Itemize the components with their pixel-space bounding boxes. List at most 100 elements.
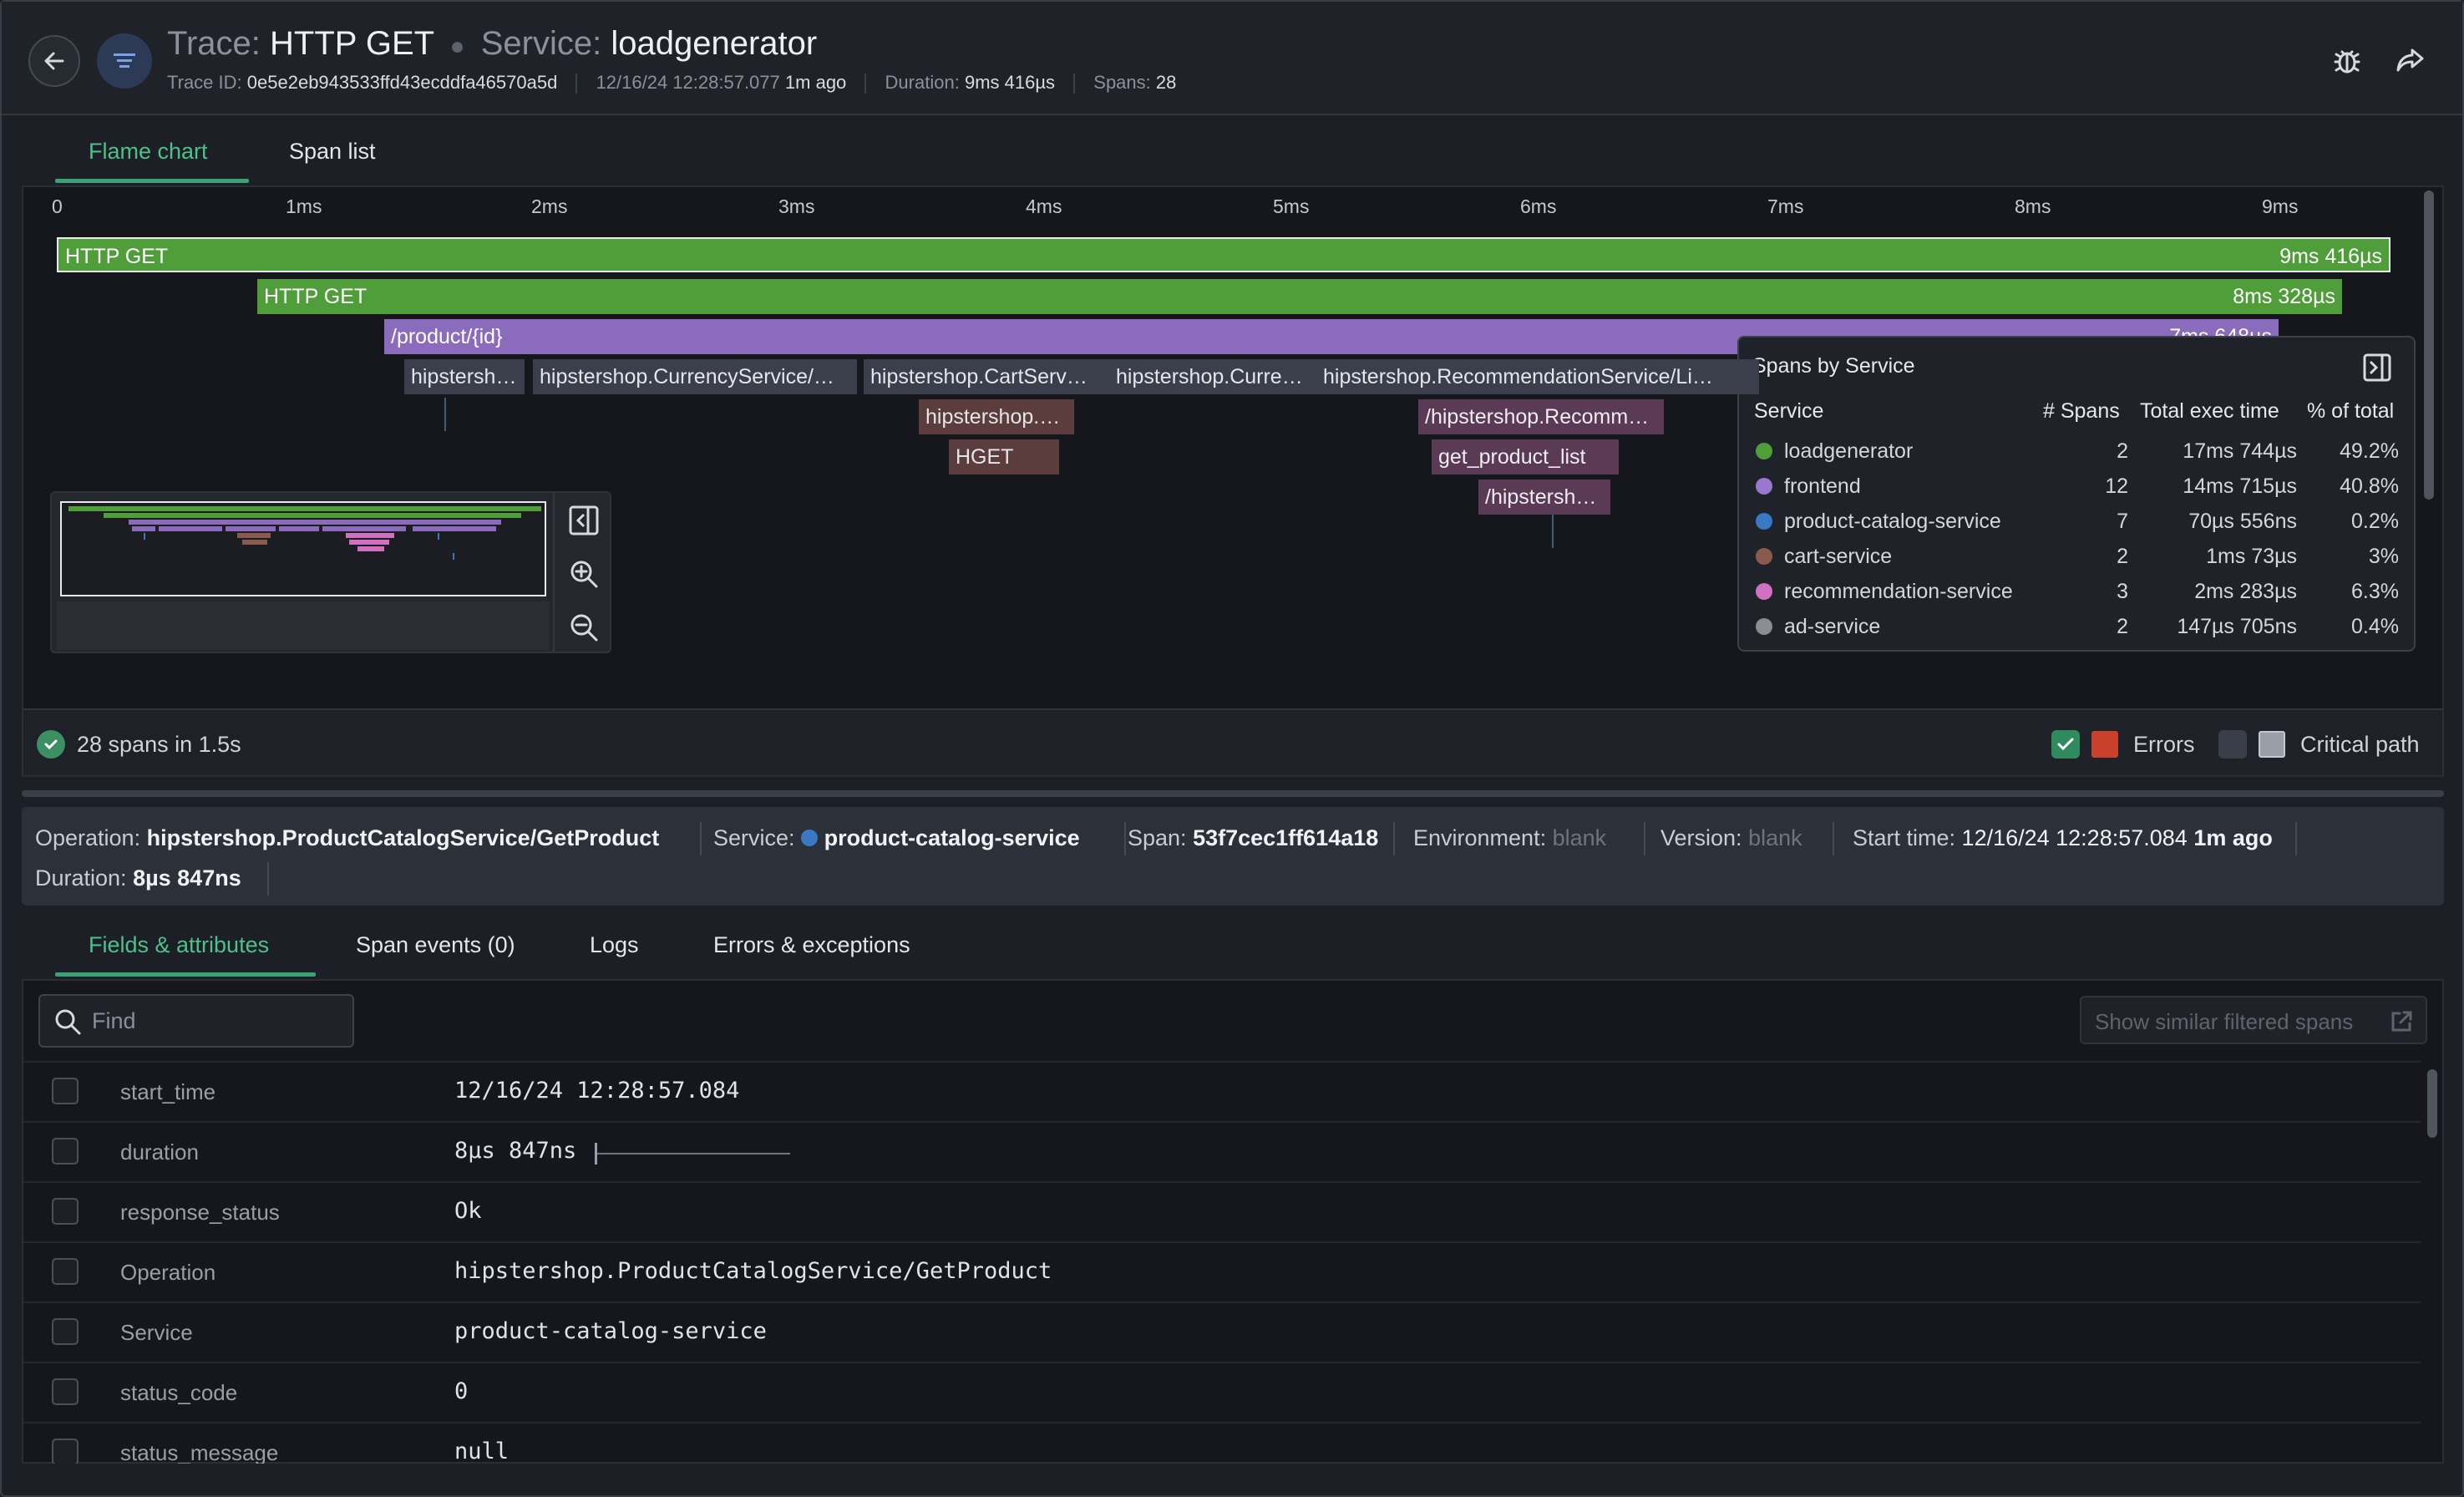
row-checkbox[interactable] [52, 1198, 79, 1225]
find-field[interactable] [38, 994, 354, 1048]
row-checkbox[interactable] [52, 1138, 79, 1165]
bug-icon[interactable] [2329, 42, 2365, 79]
legend-row[interactable]: frontend 12 14ms 715µs 40.8% [1739, 468, 2414, 503]
span-label: /product/{id} [391, 325, 503, 348]
back-button[interactable] [28, 35, 80, 87]
service-color-dot [1756, 513, 1772, 530]
time-tick: 7ms [1767, 195, 1804, 217]
zoom-in-icon[interactable] [568, 558, 600, 590]
minimap-viewport[interactable] [60, 501, 546, 596]
show-similar-label: Show similar filtered spans [2095, 1009, 2354, 1034]
active-tab-indicator [55, 972, 316, 977]
table-row[interactable]: Operation hipstershop.ProductCatalogServ… [23, 1241, 2421, 1302]
span-bar-currency[interactable]: hipstershop.CurrencyService/… [533, 359, 857, 394]
attribute-value: null [454, 1439, 510, 1464]
trace-timestamp: 12/16/24 12:28:57.077 [596, 72, 780, 93]
show-similar-spans-button[interactable]: Show similar filtered spans [2080, 996, 2427, 1044]
span-bar-get-product-list[interactable]: get_product_list [1432, 439, 1619, 474]
legend-pct: 0.2% [2351, 510, 2399, 533]
service-color-dot [801, 830, 819, 846]
tab-errors-exceptions[interactable]: Errors & exceptions [713, 932, 910, 957]
span-bar-recommendation-child[interactable]: /hipstershop.Recomm… [1418, 399, 1664, 434]
span-bar-cart[interactable]: hipstershop.CartServ… [864, 359, 1123, 394]
span-service: Service: product-catalog-service [713, 825, 1080, 850]
duration-bar [595, 1153, 790, 1154]
service-name: loadgenerator [611, 25, 818, 62]
time-tick: 8ms [2015, 195, 2051, 217]
span-label: HTTP GET [264, 285, 368, 308]
row-checkbox[interactable] [52, 1078, 79, 1104]
span-bar-small[interactable]: hipstersh… [404, 359, 525, 394]
legend-row[interactable]: cart-service 2 1ms 73µs 3% [1739, 538, 2414, 573]
trace-label: Trace: [167, 25, 261, 62]
flame-scrollbar[interactable] [2424, 190, 2434, 500]
legend-spans: 2 [2117, 439, 2128, 463]
flame-status-bar: 28 spans in 1.5s Errors Critical path [22, 708, 2444, 777]
time-tick: 6ms [1520, 195, 1557, 217]
tab-span-list[interactable]: Span list [289, 139, 376, 164]
legend-pct: 40.8% [2340, 474, 2399, 498]
trace-ago: 1m ago [784, 72, 847, 93]
row-checkbox[interactable] [52, 1258, 79, 1285]
attribute-key: status_code [120, 1380, 238, 1405]
legend-header-exec: Total exec time [2140, 399, 2279, 423]
collapse-panel-icon[interactable] [2362, 353, 2392, 383]
legend-row[interactable]: recommendation-service 3 2ms 283µs 6.3% [1739, 573, 2414, 608]
legend-exec: 17ms 744µs [2183, 439, 2297, 463]
row-checkbox[interactable] [52, 1318, 79, 1345]
errors-checkbox[interactable] [2051, 730, 2080, 759]
legend-exec: 2ms 283µs [2194, 580, 2297, 603]
row-checkbox[interactable] [52, 1378, 79, 1405]
attribute-key: duration [120, 1139, 199, 1165]
legend-spans: 3 [2117, 580, 2128, 603]
table-row[interactable]: status_message null [23, 1422, 2421, 1464]
attribute-value: 0 [454, 1378, 469, 1404]
legend-service: product-catalog-service [1784, 510, 2001, 533]
span-bar-root[interactable]: HTTP GET 9ms 416µs [57, 237, 2390, 272]
table-row[interactable]: Service product-catalog-service [23, 1302, 2421, 1362]
legend-exec: 147µs 705ns [2177, 615, 2297, 638]
zoom-out-icon[interactable] [568, 611, 600, 643]
tab-fields-attributes[interactable]: Fields & attributes [89, 932, 270, 957]
span-id: Span: 53f7cec1ff614a18 [1128, 825, 1379, 850]
errors-swatch [2091, 731, 2118, 758]
legend-row[interactable]: ad-service 2 147µs 705ns 0.4% [1739, 608, 2414, 643]
legend-service: cart-service [1784, 545, 1893, 568]
legend-row[interactable]: loadgenerator 2 17ms 744µs 49.2% [1739, 433, 2414, 468]
attribute-key: status_message [120, 1440, 279, 1464]
span-bar-currency-2[interactable]: hipstershop.Curre… [1109, 359, 1335, 394]
span-bar-recommendation-leaf[interactable]: /hipstersh… [1478, 480, 1610, 515]
critical-path-checkbox[interactable] [2218, 730, 2247, 759]
span-bar-http-get[interactable]: HTTP GET 8ms 328µs [257, 279, 2342, 314]
span-bar-hget[interactable]: HGET [949, 439, 1059, 474]
find-input[interactable] [92, 1006, 342, 1036]
legend-spans: 7 [2117, 510, 2128, 533]
tab-logs[interactable]: Logs [590, 932, 639, 957]
legend-service: ad-service [1784, 615, 1881, 638]
attribute-value: Ok [454, 1198, 482, 1224]
legend-row[interactable]: product-catalog-service 7 70µs 556ns 0.2… [1739, 503, 2414, 538]
tab-flame-chart[interactable]: Flame chart [89, 139, 208, 164]
span-bar-cart-child[interactable]: hipstershop.… [919, 399, 1074, 434]
flame-minimap[interactable] [50, 491, 611, 653]
trace-header: Trace: HTTP GET ● Service: loadgenerator… [2, 2, 2462, 115]
table-row[interactable]: status_code 0 [23, 1362, 2421, 1422]
table-row[interactable]: start_time 12/16/24 12:28:57.084 [23, 1061, 2421, 1121]
span-bar-recommendation[interactable]: hipstershop.RecommendationService/Li… [1316, 359, 1759, 394]
share-icon[interactable] [2392, 42, 2429, 79]
collapse-minimap-icon[interactable] [568, 505, 600, 536]
tab-span-events[interactable]: Span events (0) [356, 932, 515, 957]
table-row[interactable]: response_status Ok [23, 1181, 2421, 1241]
trace-id[interactable]: 0e5e2eb943533ffd43ecddfa46570a5d [246, 72, 558, 93]
attributes-scrollbar[interactable] [2427, 1069, 2437, 1138]
trace-name: HTTP GET [270, 25, 434, 62]
resize-handle[interactable] [22, 790, 2444, 797]
table-row[interactable]: duration 8µs 847ns [23, 1121, 2421, 1181]
attribute-key: start_time [120, 1079, 216, 1104]
attribute-value: 8µs 847ns [454, 1138, 577, 1164]
time-tick: 9ms [2262, 195, 2299, 217]
time-tick: 4ms [1026, 195, 1062, 217]
row-checkbox[interactable] [52, 1439, 79, 1464]
legend-header-pct: % of total [2307, 399, 2395, 423]
